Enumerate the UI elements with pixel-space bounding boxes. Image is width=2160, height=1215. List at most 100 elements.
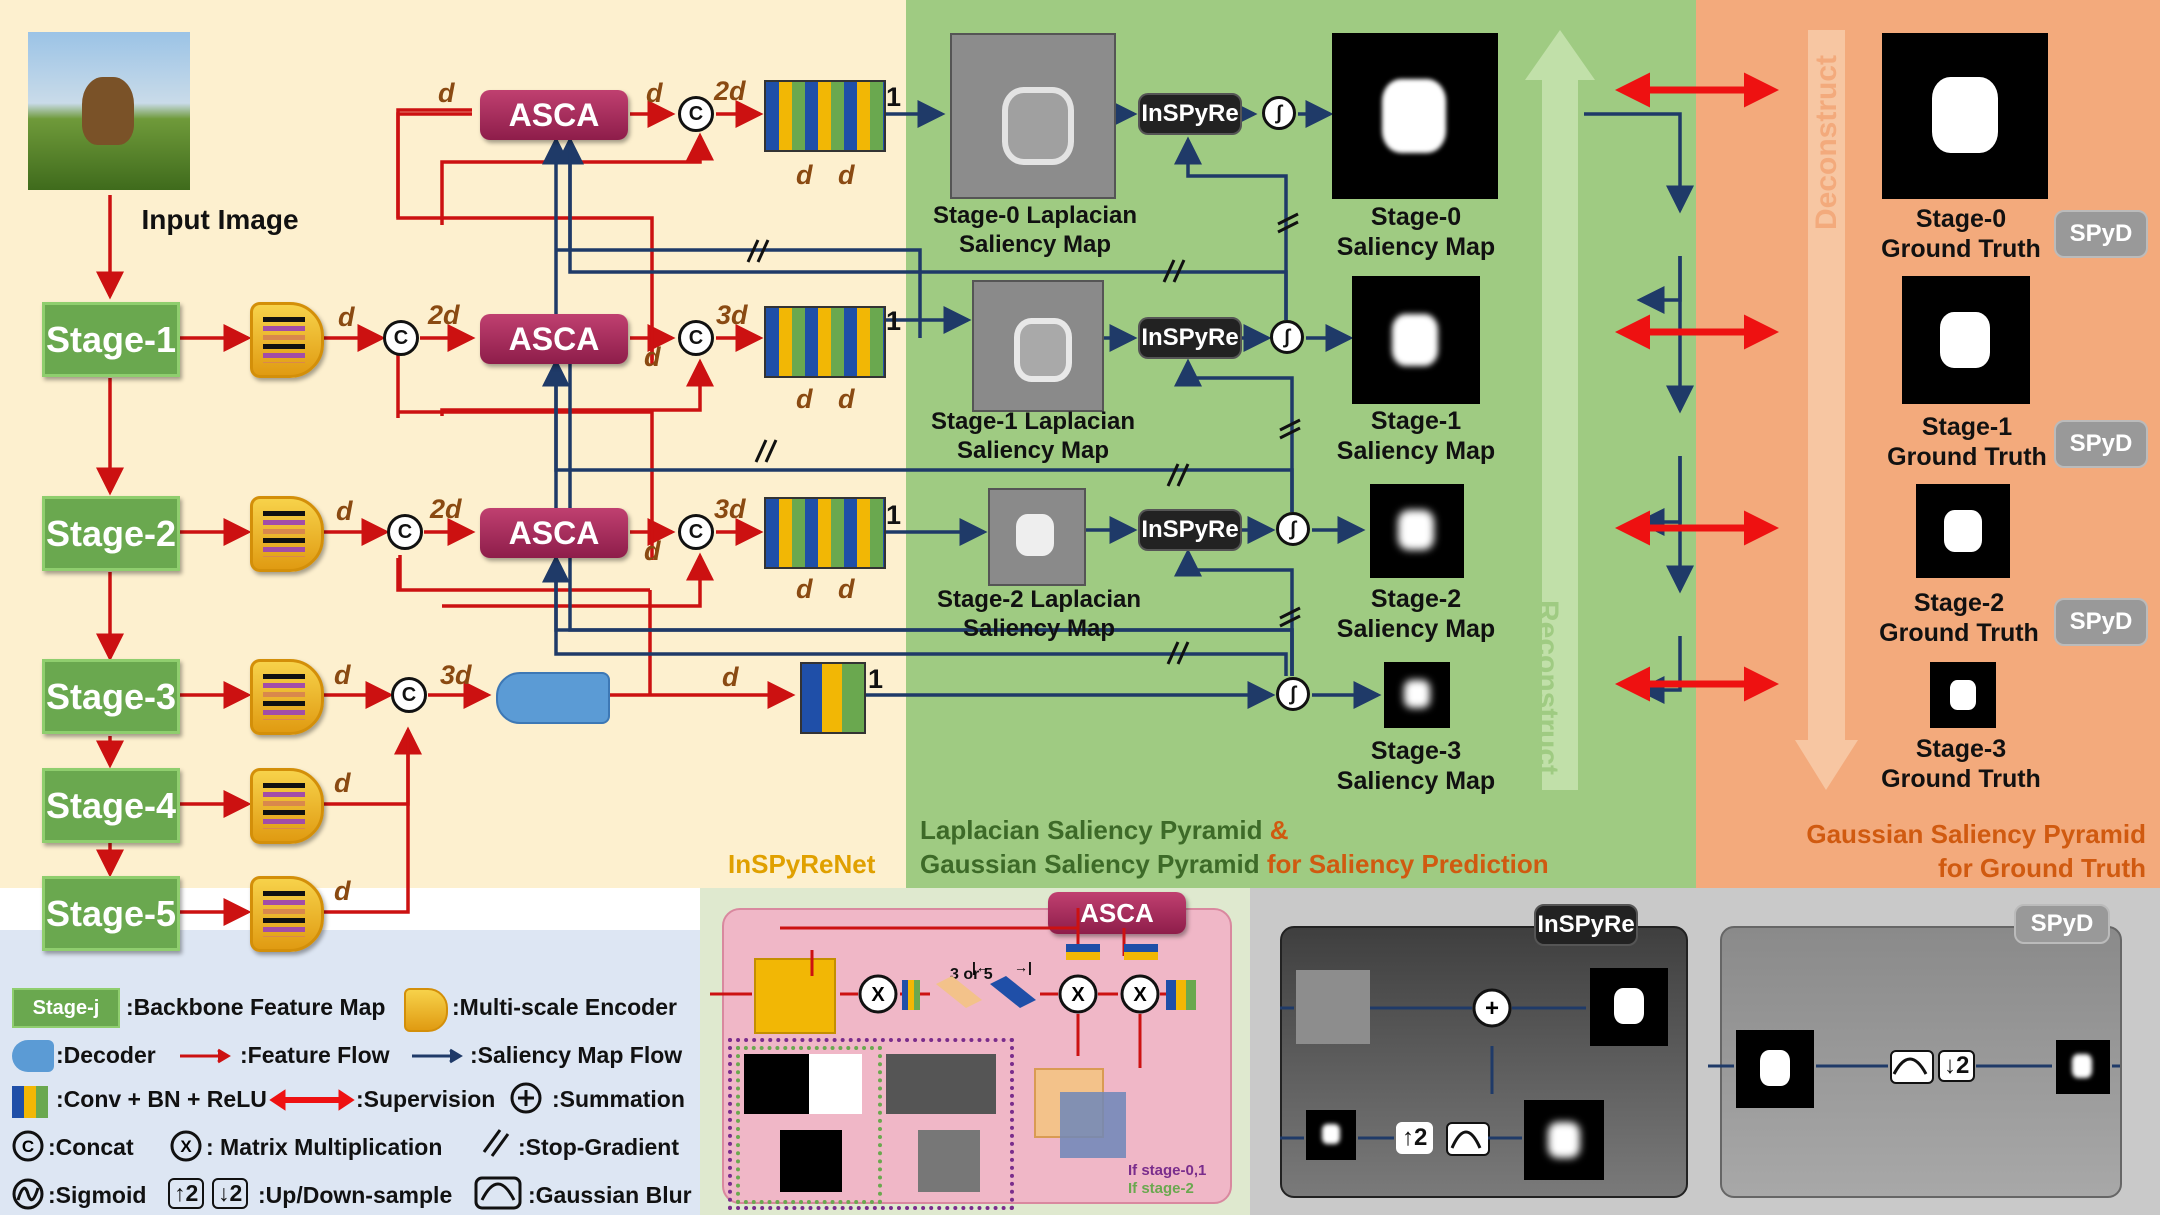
- sigmoid-node: [1276, 512, 1310, 546]
- channel-label: 3d: [440, 660, 472, 690]
- channel-label: d: [796, 384, 813, 414]
- channel-label: 1: [886, 306, 902, 336]
- channel-label: d: [838, 574, 855, 604]
- svg-text:X: X: [1133, 984, 1147, 1006]
- channel-label: 1: [886, 82, 902, 112]
- channel-label: d: [838, 384, 855, 414]
- stage-2-box: Stage-2: [42, 496, 180, 571]
- legend-conv: :Conv + BN + ReLU: [56, 1086, 267, 1112]
- legend-stage-sample: Stage-j: [12, 988, 120, 1028]
- spyd-block-1: SPyD: [2054, 420, 2148, 468]
- channel-label: d: [796, 160, 813, 190]
- channel-label: 1: [868, 664, 884, 694]
- inspyre-detail-up-symbol: ↑2: [1396, 1122, 1434, 1154]
- asca-detail-map-c: [780, 1130, 842, 1192]
- laplacian-map-1: [972, 280, 1104, 412]
- concat-node: [383, 320, 419, 356]
- input-image-label: Input Image: [141, 204, 299, 235]
- inspyre-detail-arrows: +: [1280, 988, 1586, 1149]
- stage-3-box: Stage-3: [42, 659, 180, 734]
- svg-text:C: C: [22, 1137, 34, 1156]
- stage-1-box: Stage-1: [42, 302, 180, 377]
- legend-encoder-icon: [404, 988, 448, 1032]
- channel-label: d: [644, 342, 661, 372]
- legend-gaussian-blur: :Gaussian Blur: [528, 1182, 692, 1208]
- channel-label: d: [796, 574, 813, 604]
- legend-stop-gradient: :Stop-Gradient: [518, 1134, 679, 1160]
- legend-updown: :Up/Down-sample: [258, 1182, 453, 1208]
- asca-detail-map-b: [886, 1054, 996, 1114]
- spyd-detail-down-symbol: ↓2: [1938, 1050, 1976, 1082]
- sigmoid-node: [1276, 677, 1310, 711]
- legend-marks: C X: [12, 1048, 542, 1210]
- channel-label: d: [334, 876, 351, 906]
- inspyre-detail-up: [1524, 1100, 1604, 1180]
- channel-label: d: [838, 160, 855, 190]
- svg-text:→|: →|: [1014, 959, 1032, 975]
- ground-truth-1: [1902, 276, 2030, 404]
- svg-text:|←: |←: [972, 959, 990, 975]
- inspyre-detail-lap: [1296, 970, 1370, 1044]
- channel-label: 3d: [716, 300, 748, 330]
- legend-backbone: :Backbone Feature Map: [126, 994, 386, 1020]
- concat-node: [678, 96, 714, 132]
- asca-detail-dotted-box-2: [736, 1046, 882, 1204]
- channel-label: d: [438, 78, 455, 108]
- sigmoid-node: [1262, 96, 1296, 130]
- legend-encoder: :Multi-scale Encoder: [452, 994, 677, 1020]
- svg-text:X: X: [1071, 984, 1085, 1006]
- asca-detail-cube: [754, 958, 836, 1034]
- ground-truth-3: [1930, 662, 1996, 728]
- saliency-map-0: [1332, 33, 1498, 199]
- stage-5-box: Stage-5: [42, 876, 180, 951]
- conv-stack-0: [764, 80, 886, 152]
- channel-label: d: [722, 662, 739, 692]
- legend-up-symbol-box: ↑2: [168, 1178, 205, 1209]
- reconstruct-label: Reconstruct: [1531, 600, 1564, 776]
- inspyre-detail-title: InSPyRe: [1534, 904, 1638, 946]
- inspyre-block-0: InSPyRe: [1138, 93, 1242, 135]
- legend-panel: [0, 930, 700, 1215]
- input-image: [28, 32, 190, 190]
- asca-detail-kernel-label: 3 or 5: [950, 966, 993, 983]
- spyd-detail-in: [1736, 1030, 1814, 1108]
- spyd-detail-title: SPyD: [2014, 904, 2110, 944]
- asca-detail-stack-2: [1060, 1092, 1126, 1158]
- asca-detail-map-a: [744, 1054, 862, 1114]
- legend-matmul: : Matrix Multiplication: [206, 1134, 443, 1160]
- concat-node: [391, 677, 427, 713]
- legend-supervision: :Supervision: [356, 1086, 496, 1112]
- legend-saliency-flow: :Saliency Map Flow: [470, 1042, 683, 1068]
- concat-node: [678, 514, 714, 550]
- conv-stack-1: [764, 306, 886, 378]
- asca-detail-dotted-box: [728, 1038, 1014, 1210]
- sigmoid-node: [1270, 320, 1304, 354]
- channel-label: d: [336, 496, 353, 526]
- inspyre-block-2: InSPyRe: [1138, 509, 1242, 551]
- channel-label: 1: [886, 500, 902, 530]
- channel-label: d: [338, 302, 355, 332]
- saliency-map-3: [1384, 662, 1450, 728]
- conv-stack-2: [764, 497, 886, 569]
- inspyrenet-title: InSPyReNet: [728, 849, 876, 879]
- ground-truth-0: [1882, 33, 2048, 199]
- deconstruct-arrow: [1795, 30, 1858, 790]
- legend-decoder: :Decoder: [56, 1042, 156, 1068]
- reconstruct-arrow: [1525, 30, 1595, 790]
- channel-label: 3d: [714, 494, 746, 524]
- asca-block-2: ASCA: [480, 508, 628, 558]
- legend-summation: :Summation: [552, 1086, 685, 1112]
- concat-node: [678, 320, 714, 356]
- asca-block-0: ASCA: [480, 90, 628, 140]
- asca-detail-map-d: [918, 1130, 980, 1192]
